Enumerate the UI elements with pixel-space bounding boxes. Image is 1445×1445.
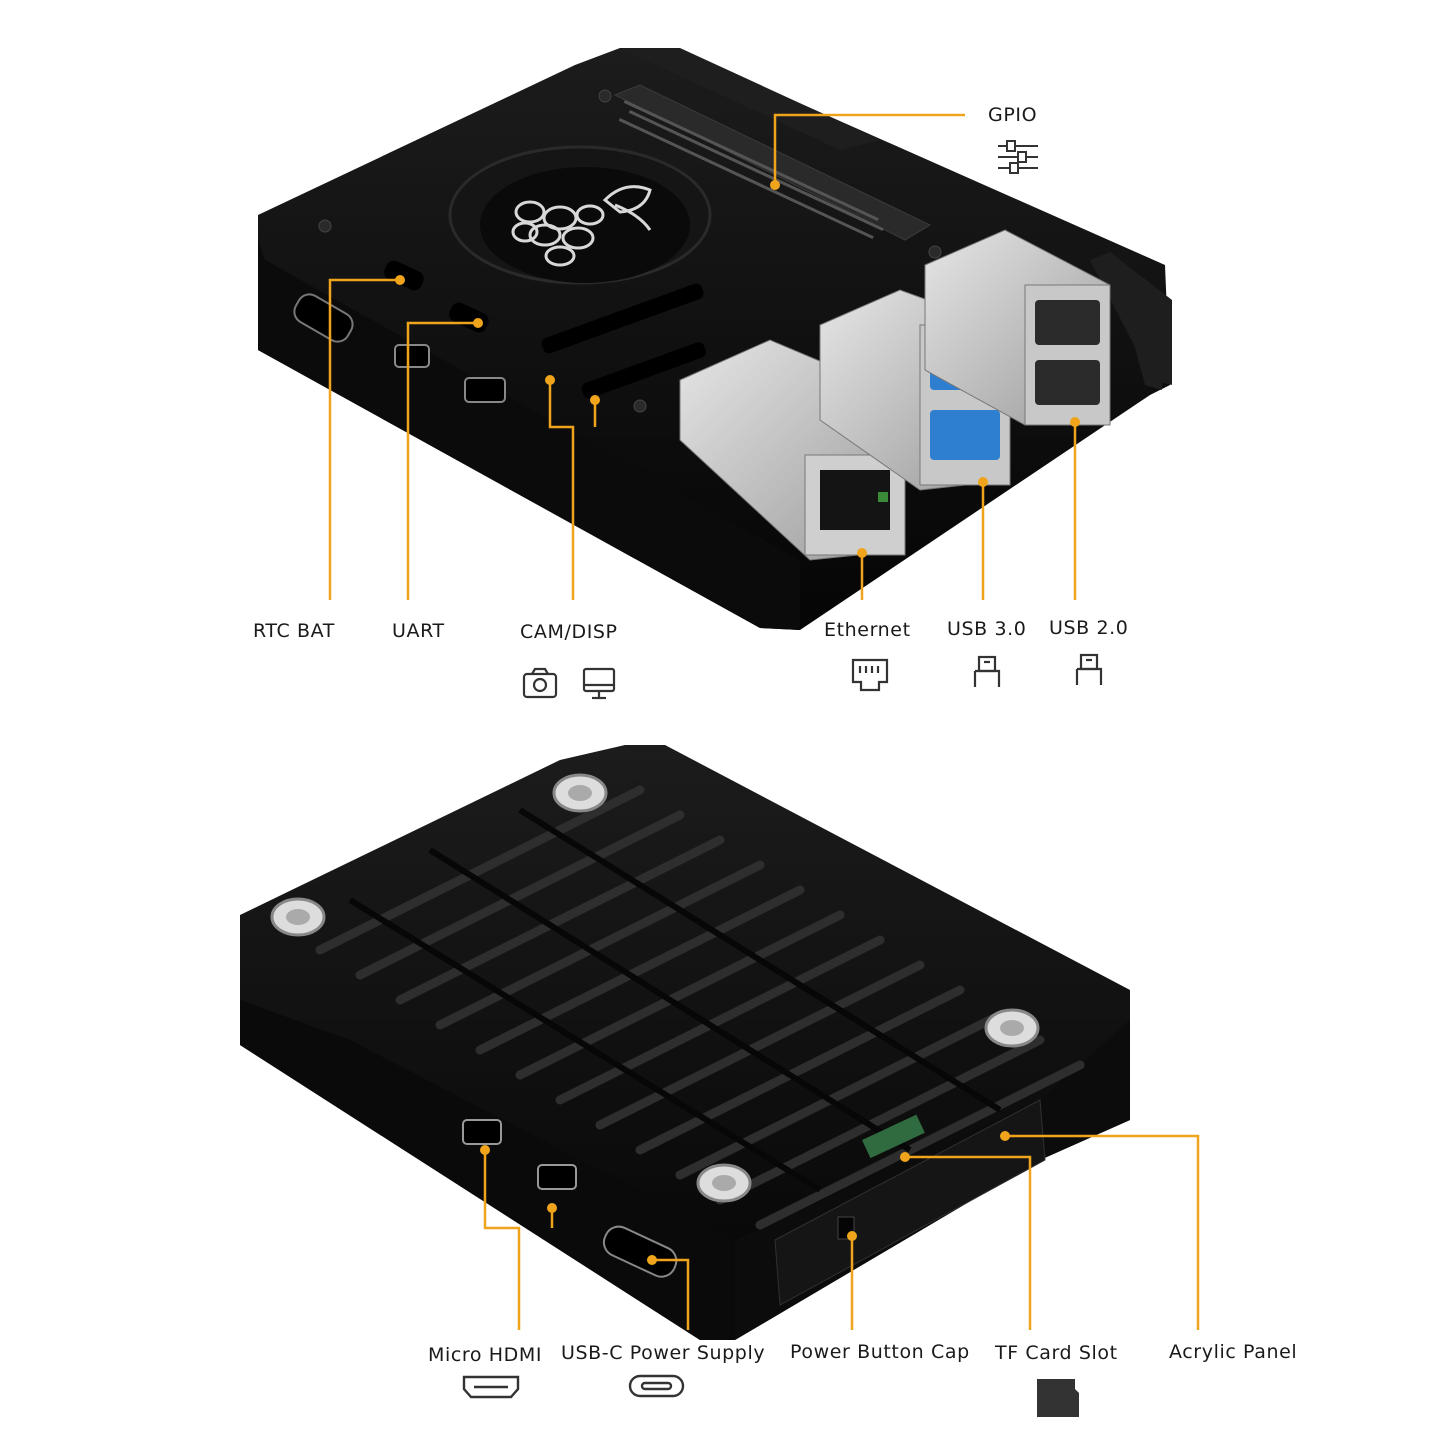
micro-hdmi-port-2 bbox=[464, 377, 506, 403]
gpio-pins bbox=[618, 100, 884, 240]
disp-slot bbox=[581, 342, 706, 399]
uart-slot bbox=[384, 260, 424, 291]
logo-badge bbox=[480, 167, 690, 283]
usb-c-icon bbox=[628, 1374, 685, 1398]
callout-dots bbox=[395, 180, 1080, 1265]
label-rtc-bat: RTC BAT bbox=[253, 620, 335, 642]
sd-card-icon bbox=[1037, 1379, 1079, 1417]
tf-card-slot bbox=[862, 1114, 925, 1159]
heatsink-cross-grooves bbox=[348, 807, 1002, 1193]
label-ethernet: Ethernet bbox=[824, 619, 911, 641]
usb20-icon bbox=[1075, 653, 1103, 685]
camera-icon bbox=[522, 667, 558, 699]
cam-slot bbox=[541, 283, 704, 354]
label-usb30: USB 3.0 bbox=[947, 618, 1027, 640]
bottom-case bbox=[240, 745, 1130, 1340]
gpio-header bbox=[613, 84, 932, 241]
label-tf-card: TF Card Slot bbox=[995, 1342, 1118, 1364]
top-case-ridges bbox=[620, 48, 1172, 390]
micro-hdmi-port-1 bbox=[394, 344, 430, 368]
micro-hdmi-icon bbox=[462, 1375, 520, 1399]
label-uart: UART bbox=[392, 620, 445, 642]
label-micro-hdmi: Micro HDMI bbox=[428, 1344, 543, 1366]
micro-hdmi-port-a bbox=[462, 1119, 502, 1145]
label-usbc-power: USB-C Power Supply bbox=[561, 1342, 766, 1364]
label-cam-disp: CAM/DISP bbox=[520, 621, 618, 643]
micro-hdmi-port-b bbox=[537, 1164, 577, 1190]
usb20-port-upper bbox=[1035, 300, 1100, 345]
usb30-port-lower bbox=[930, 410, 1000, 460]
label-power-button: Power Button Cap bbox=[790, 1341, 970, 1363]
heatsink-screws bbox=[270, 773, 1040, 1203]
usb30-icon bbox=[973, 655, 1001, 687]
usb-c-port-bottom bbox=[602, 1225, 678, 1278]
top-case bbox=[258, 48, 1172, 630]
gpio-icon bbox=[998, 140, 1038, 174]
raspberry-logo bbox=[511, 185, 652, 267]
label-usb20: USB 2.0 bbox=[1049, 617, 1129, 639]
heatsink-fins bbox=[315, 785, 1085, 1230]
top-case-left-side bbox=[258, 240, 800, 630]
display-icon bbox=[582, 667, 616, 700]
callout-lines bbox=[328, 113, 1200, 1330]
acrylic-panel bbox=[774, 1099, 1046, 1306]
label-acrylic: Acrylic Panel bbox=[1169, 1341, 1298, 1363]
usb20-port-lower bbox=[1035, 360, 1100, 405]
ethernet-icon bbox=[851, 658, 889, 692]
label-gpio: GPIO bbox=[988, 104, 1038, 126]
